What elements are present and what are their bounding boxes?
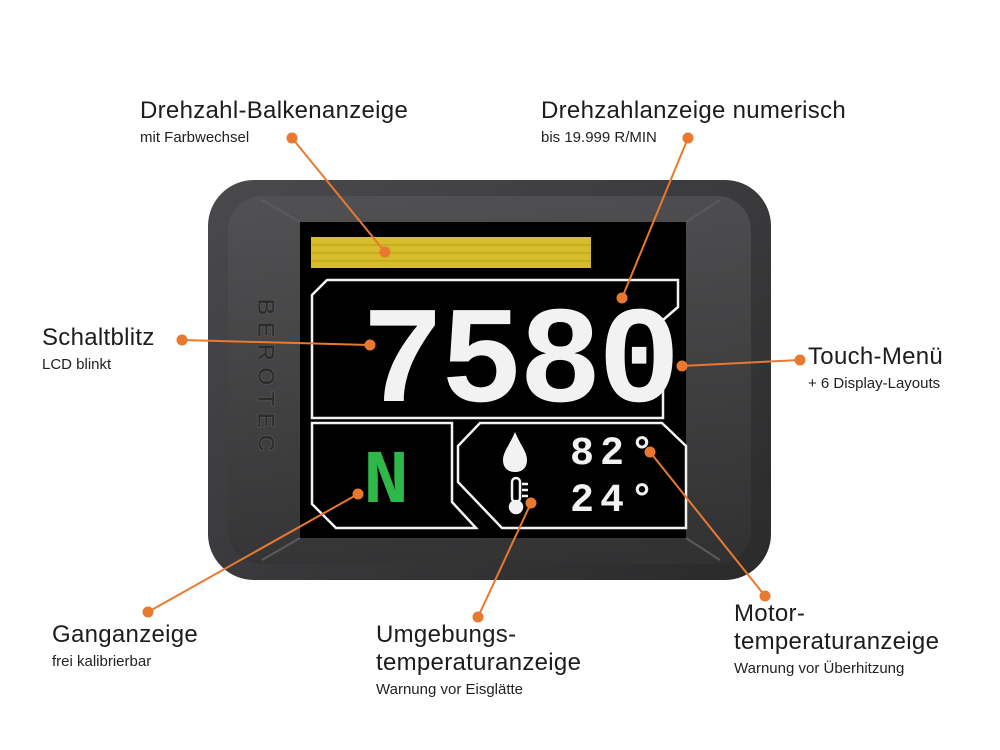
- callout-ambient-sub: Warnung vor Eisglätte: [376, 681, 524, 698]
- callout-leaders: [142, 132, 806, 623]
- callout-touch-sub: + 6 Display-Layouts: [808, 375, 941, 392]
- callout-touch-title: Touch-Menü: [808, 343, 944, 370]
- motor-temp-readout: 82°: [570, 432, 660, 477]
- callout-touch: Touch-Menü + 6 Display-Layouts: [808, 343, 943, 393]
- brand-logo: BEROTEC: [252, 298, 279, 457]
- callout-gear-title: Ganganzeige: [52, 621, 199, 648]
- callout-motor-sub: Warnung vor Überhitzung: [734, 660, 905, 677]
- callout-shift-title: Schaltblitz: [42, 324, 155, 351]
- callout-rpm-sub: bis 19.999 R/MIN: [541, 129, 657, 146]
- gear-frame: [310, 421, 479, 530]
- temp-frame: [456, 421, 688, 530]
- callout-ambient-title-1: Umgebungs-: [376, 621, 517, 648]
- callout-gear-sub: frei kalibrierbar: [52, 653, 152, 670]
- callout-gear: Ganganzeige frei kalibrierbar: [52, 621, 198, 671]
- callout-shift-sub: LCD blinkt: [42, 356, 112, 373]
- callout-bar-title: Drehzahl-Balkenanzeige: [140, 97, 409, 124]
- callout-bar: Drehzahl-Balkenanzeige mit Farbwechsel: [140, 97, 408, 147]
- callout-motor: Motor- temperaturanzeige Warnung vor Übe…: [734, 600, 939, 678]
- gear-readout: N: [363, 439, 409, 525]
- callout-rpm-title: Drehzahlanzeige numerisch: [541, 97, 846, 124]
- rpm-readout: 7580: [361, 287, 676, 443]
- rpm-bar-lines: [311, 244, 591, 262]
- callout-rpm: Drehzahlanzeige numerisch bis 19.999 R/M…: [541, 97, 846, 147]
- callout-motor-title-2: temperaturanzeige: [734, 628, 940, 655]
- ambient-temp-readout: 24°: [570, 479, 660, 524]
- rpm-frame: [310, 278, 680, 420]
- callout-shift: Schaltblitz LCD blinkt: [42, 324, 155, 374]
- callout-ambient: Umgebungs- temperaturanzeige Warnung vor…: [376, 621, 581, 699]
- lcd-screen[interactable]: [300, 222, 686, 538]
- callout-ambient-title-2: temperaturanzeige: [376, 649, 582, 676]
- callout-motor-title-1: Motor-: [734, 600, 806, 627]
- thermometer-icon: [508, 476, 528, 515]
- drop-icon: [503, 432, 527, 472]
- callout-bar-sub: mit Farbwechsel: [140, 129, 250, 146]
